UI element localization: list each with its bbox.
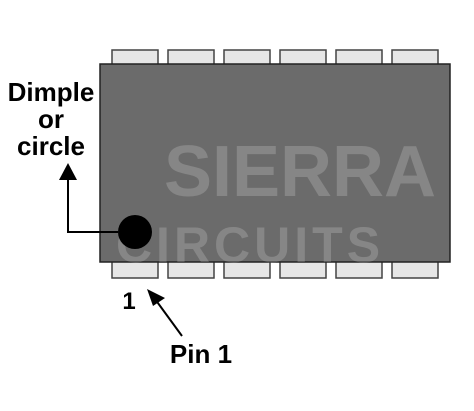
watermark-overlay: SIERRA CIRCUITS [116, 132, 436, 273]
dimple-arrowhead-icon [59, 163, 77, 180]
pin-number-label: 1 [122, 288, 135, 315]
pin1-dimple-marker [118, 215, 152, 249]
dimple-label-line2: or [38, 104, 64, 134]
pin1-label: Pin 1 [170, 339, 232, 369]
pin1-pointer-line [154, 298, 183, 337]
bottom-pins [111, 260, 439, 279]
dimple-label-line3: circle [17, 131, 85, 161]
dimple-label-line1: Dimple [8, 77, 95, 107]
pin1-arrowhead-icon [147, 289, 165, 306]
pin-bottom-6 [391, 260, 439, 279]
dimple-label: Dimple or circle [8, 77, 95, 161]
ic-body [99, 63, 451, 263]
watermark-overlay-line2: CIRCUITS [116, 217, 384, 273]
dimple-pointer-line [67, 177, 118, 233]
top-pins [111, 49, 439, 67]
watermark-overlay-line1: SIERRA [164, 132, 436, 212]
